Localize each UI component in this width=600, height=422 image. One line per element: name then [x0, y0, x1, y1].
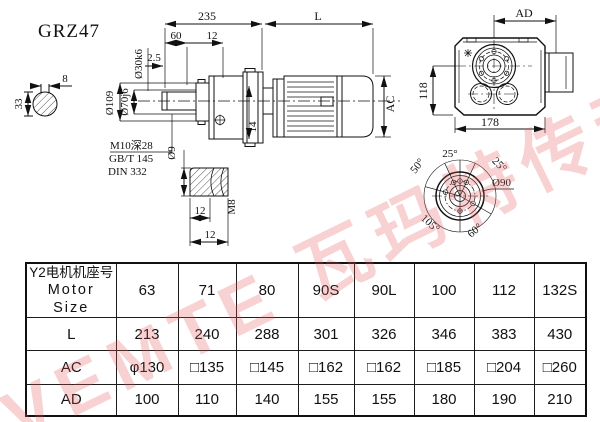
- dim-AD: AD: [515, 6, 533, 20]
- header-motor-size-en: Motor Size: [47, 282, 95, 316]
- side-view: [110, 20, 400, 153]
- angle-25-left: 25°: [442, 148, 457, 160]
- front-view: [429, 15, 574, 133]
- cell-AC-63: φ130: [115, 350, 179, 385]
- col-71: 71: [177, 262, 237, 318]
- dim-d30k6: Ø30k6: [133, 49, 145, 79]
- dim-AC: AC: [383, 96, 397, 113]
- cell-AC-90S: □162: [297, 350, 355, 385]
- col-80: 80: [235, 262, 299, 318]
- angle-25-right: 25°: [489, 155, 508, 174]
- row-label-AD: AD: [25, 384, 117, 416]
- table-row-AC: AC φ130 □135 □145 □162 □162 □185 □204 □2…: [25, 350, 587, 385]
- note-din332: DIN 332: [108, 166, 147, 178]
- dim-235: 235: [198, 9, 216, 23]
- cell-AC-132S: □260: [533, 350, 587, 385]
- cell-AD-71: 110: [177, 384, 237, 416]
- cell-L-80: 288: [235, 317, 299, 351]
- cell-L-71: 240: [177, 317, 237, 351]
- col-90L: 90L: [353, 262, 415, 318]
- dim-d70j6: Ø70j6: [119, 88, 131, 116]
- dim-60: 60: [171, 30, 183, 42]
- table-header-row: Y2电机机座号 Motor Size 63 71 80 90S 90L 100 …: [25, 262, 587, 318]
- row-label-L: L: [25, 317, 117, 351]
- cell-AC-90L: □162: [353, 350, 415, 385]
- angle-50: 50°: [408, 156, 427, 176]
- cell-L-112: 383: [473, 317, 535, 351]
- dim-d90: Ø90: [492, 177, 511, 189]
- col-100: 100: [413, 262, 475, 318]
- dim-118: 118: [416, 82, 430, 100]
- dim-key-width: 8: [62, 73, 68, 85]
- cell-AC-71: □135: [177, 350, 237, 385]
- cell-AD-112: 190: [473, 384, 535, 416]
- cell-AD-100: 180: [413, 384, 475, 416]
- angle-60: 60°: [465, 221, 485, 240]
- cell-AC-100: □185: [413, 350, 475, 385]
- col-90S: 90S: [297, 262, 355, 318]
- dim-12: 12: [207, 30, 218, 42]
- shaft-end-detail: [180, 150, 229, 246]
- technical-drawing: GRZ47 8 33: [13, 6, 574, 246]
- dim-2-5: 2.5: [147, 52, 161, 64]
- dim-12a: 12: [195, 205, 206, 217]
- cell-L-63: 213: [115, 317, 179, 351]
- shaft-cross-section: [24, 82, 72, 117]
- note-m10: M10深28: [110, 139, 153, 152]
- note-gbt145: GB/T 145: [109, 153, 154, 165]
- cell-AD-90S: 155: [297, 384, 355, 416]
- cell-L-90L: 326: [353, 317, 415, 351]
- dim-L: L: [314, 9, 321, 23]
- cell-AD-80: 140: [235, 384, 299, 416]
- dim-178: 178: [481, 115, 499, 129]
- spec-table: Y2电机机座号 Motor Size 63 71 80 90S 90L 100 …: [25, 262, 587, 417]
- col-132S: 132S: [533, 262, 587, 318]
- cell-L-132S: 430: [533, 317, 587, 351]
- header-motor-size-cn: Y2电机机座号: [29, 265, 114, 280]
- row-label-AC: AC: [25, 350, 117, 385]
- dim-d109: Ø109: [104, 90, 116, 115]
- cell-L-90S: 301: [297, 317, 355, 351]
- cell-AD-132S: 210: [533, 384, 587, 416]
- col-112: 112: [473, 262, 535, 318]
- table-row-L: L 213 240 288 301 326 346 383 430: [25, 317, 587, 351]
- cell-AD-90L: 155: [353, 384, 415, 416]
- cell-AD-63: 100: [115, 384, 179, 416]
- table-row-AD: AD 100 110 140 155 155 180 190 210: [25, 384, 587, 416]
- bolt-circle-view: [423, 159, 514, 233]
- angle-105: 105°: [418, 212, 442, 235]
- dim-d9: Ø9: [166, 146, 178, 160]
- cell-AC-112: □204: [473, 350, 535, 385]
- cell-L-100: 346: [413, 317, 475, 351]
- dim-M8: M8: [226, 199, 238, 215]
- cell-AC-80: □145: [235, 350, 299, 385]
- col-63: 63: [115, 262, 179, 318]
- dim-section-height: 33: [13, 98, 25, 110]
- dim-14: 14: [247, 121, 259, 133]
- dim-12b: 12: [205, 229, 216, 241]
- page-title: GRZ47: [38, 21, 100, 42]
- header-motor-size: Y2电机机座号 Motor Size: [25, 262, 117, 318]
